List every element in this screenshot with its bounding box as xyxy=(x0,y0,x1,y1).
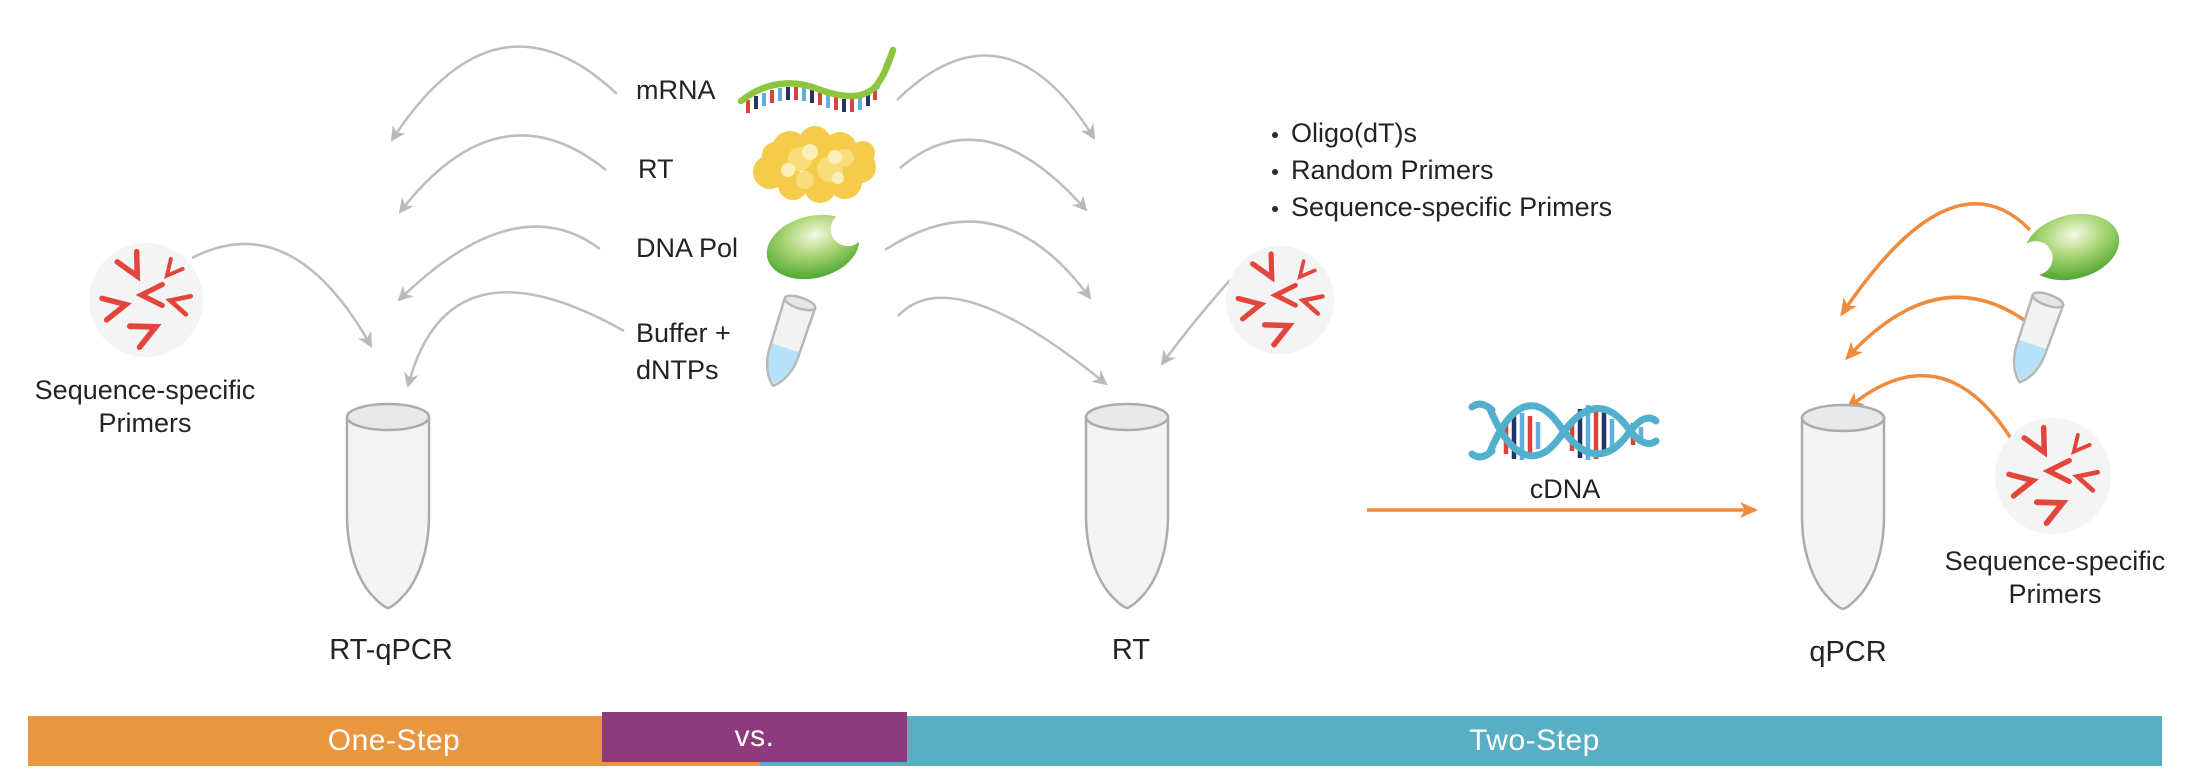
reaction-mix-tube-icon-right xyxy=(2003,288,2067,389)
qpcr-primers-line2: Primers xyxy=(2008,579,2102,609)
rt-enzyme-icon xyxy=(753,126,876,203)
rt-tube-icon xyxy=(1084,402,1170,610)
qpcr-arrows-group xyxy=(1367,202,2037,518)
arrow-primers-to-rt-tube xyxy=(1160,279,1231,366)
onestep-primers-line2: Primers xyxy=(98,408,192,438)
buffer-label-line1: Buffer + xyxy=(636,318,731,348)
primer-option-oligodt: Oligo(dT)s xyxy=(1291,118,1418,148)
arrow-tube-to-qpcr-tube xyxy=(1844,295,2037,361)
vs-bar-label: vs. xyxy=(734,720,775,753)
rtqpcr-tube-icon xyxy=(345,402,431,610)
dna-polymerase-icon xyxy=(766,212,865,280)
mrna-strand-icon xyxy=(737,46,897,113)
rt-primer-options-list: Oligo(dT)s Random Primers Sequence-speci… xyxy=(1272,118,1612,229)
list-item: Sequence-specific Primers xyxy=(1272,192,1612,229)
arrow-enzyme-to-qpcr-tube xyxy=(1840,202,2032,317)
primer-option-sequence-specific: Sequence-specific Primers xyxy=(1291,192,1613,222)
qpcr-primers-line1: Sequence-specific xyxy=(1944,546,2166,576)
onestep-primers-label: Sequence-specific Primers xyxy=(0,374,290,440)
arrow-rt-to-rt-tube xyxy=(899,138,1088,212)
qpcr-tube-label: qPCR xyxy=(1809,636,1887,668)
two-step-bar-label: Two-Step xyxy=(1469,724,1600,757)
buffer-dntps-tube-icon xyxy=(756,291,819,392)
arrow-rt-to-rtqpcr-tube xyxy=(398,134,607,214)
bullet-icon xyxy=(1272,169,1278,175)
two-step-rt-arrows-group xyxy=(884,54,1231,386)
polymerase-enzyme-icon-right xyxy=(2018,213,2120,281)
arrow-primers-to-qpcr-tube xyxy=(1845,373,2014,441)
list-item: Oligo(dT)s xyxy=(1272,118,1612,155)
onestep-primers-line1: Sequence-specific xyxy=(34,375,256,405)
vs-bar-segment: vs. xyxy=(602,712,907,762)
sequence-specific-primers-icon-qpcr xyxy=(1995,418,2111,534)
list-item: Random Primers xyxy=(1272,155,1612,192)
rt-reagent-label: RT xyxy=(638,154,674,184)
two-step-bar-segment: Two-Step xyxy=(760,716,2162,766)
arrow-primers-to-rtqpcr-tube xyxy=(191,242,373,348)
bullet-icon xyxy=(1272,132,1278,138)
buffer-dntps-label: Buffer + dNTPs xyxy=(636,315,731,389)
sequence-specific-primers-icon-rt xyxy=(1226,246,1334,354)
rtqpcr-tube-label: RT-qPCR xyxy=(329,634,453,666)
mrna-label: mRNA xyxy=(636,75,716,105)
one-step-bar-label: One-Step xyxy=(327,724,461,757)
arrow-mrna-to-rtqpcr-tube xyxy=(390,45,618,142)
arrow-dnapol-to-rtqpcr-tube xyxy=(397,225,601,302)
arrow-mrna-to-rt-tube xyxy=(896,54,1096,140)
qpcr-primers-label: Sequence-specific Primers xyxy=(1920,545,2190,611)
qpcr-tube-icon xyxy=(1800,403,1886,611)
buffer-label-line2: dNTPs xyxy=(636,355,719,385)
rt-tube-label: RT xyxy=(1111,634,1151,666)
dna-pol-label: DNA Pol xyxy=(636,233,739,263)
bullet-icon xyxy=(1272,206,1278,212)
sequence-specific-primers-icon-onestep xyxy=(89,243,203,357)
arrow-buffer-to-rtqpcr-tube xyxy=(404,291,625,388)
cdna-helix-icon xyxy=(1468,400,1660,461)
one-step-arrows-group xyxy=(191,45,625,388)
cdna-label: cDNA xyxy=(1529,474,1601,504)
arrow-buffer-to-rt-tube xyxy=(897,296,1108,386)
primer-option-random: Random Primers xyxy=(1291,155,1494,185)
arrow-dnapol-to-rt-tube xyxy=(884,220,1092,300)
